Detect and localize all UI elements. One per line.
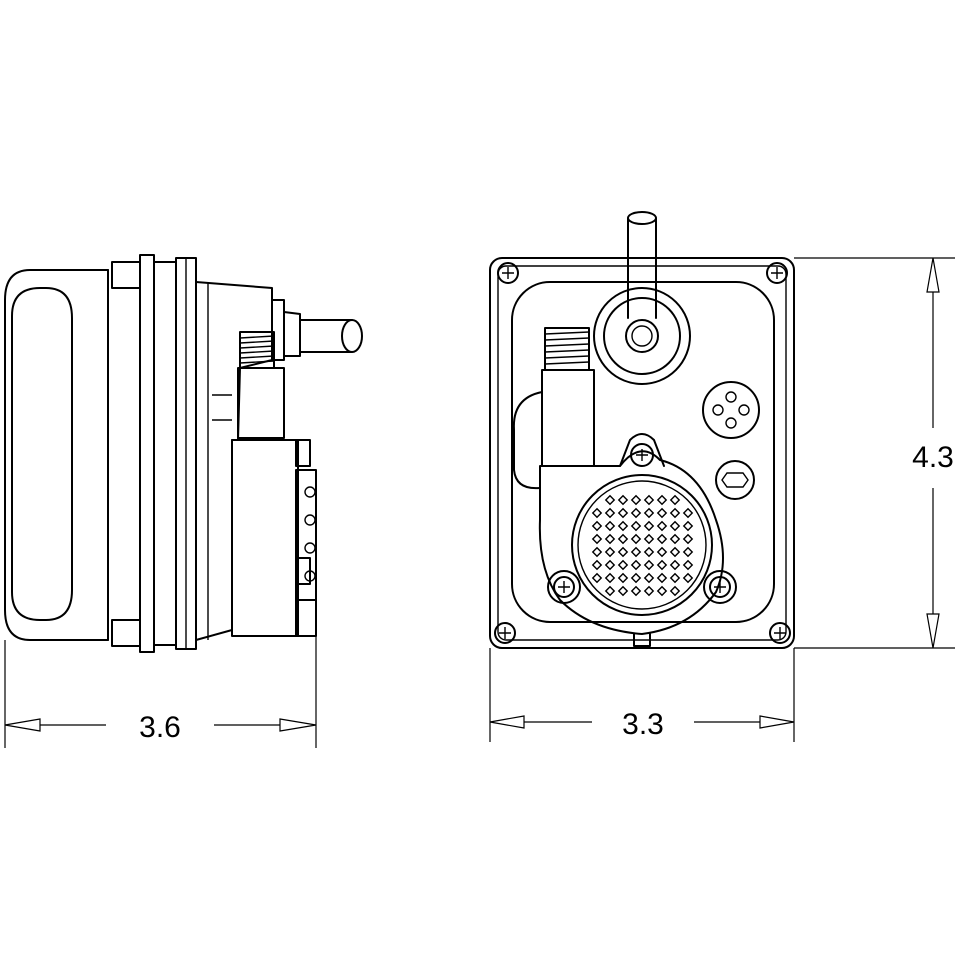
screen-hole [643,494,655,506]
screen-hole [630,572,642,584]
screw-icon [630,443,654,467]
screen-hole [604,546,616,558]
screen-hole [656,507,668,519]
screen-hole [643,533,655,545]
screen-hole [682,520,694,532]
screen-hole [682,559,694,571]
screw-icon [497,262,519,284]
screen-hole [617,572,629,584]
screen-hole [617,546,629,558]
screen-hole [617,494,629,506]
screen-hole [669,533,681,545]
front-height-label: 4.3 [912,441,954,474]
screen-hole [617,533,629,545]
screen-hole [617,585,629,597]
screw-icon [769,622,791,644]
screen-hole [591,533,603,545]
screen-hole [591,559,603,571]
screen-hole [656,585,668,597]
screen-hole [656,559,668,571]
intake-screen-holes [591,494,694,597]
screen-hole [630,585,642,597]
screen-hole [669,494,681,506]
screen-hole [682,507,694,519]
screen-hole [591,507,603,519]
front-width-label: 3.3 [622,708,664,741]
screen-hole [604,585,616,597]
screen-hole [643,520,655,532]
screen-hole [591,520,603,532]
screen-hole [604,520,616,532]
screen-hole [630,494,642,506]
screen-hole [591,572,603,584]
screen-hole [617,520,629,532]
screen-hole [630,520,642,532]
screen-hole [669,546,681,558]
screen-hole [643,546,655,558]
screen-hole [617,559,629,571]
front-view [489,211,955,742]
screw-icon [547,570,581,604]
screen-hole [643,572,655,584]
screw-icon [494,622,516,644]
screen-hole [643,507,655,519]
screen-hole [591,546,603,558]
screen-hole [682,572,694,584]
screen-hole [656,494,668,506]
screen-hole [669,520,681,532]
side-view [4,254,363,748]
screen-hole [643,559,655,571]
screen-hole [656,533,668,545]
side-width-label: 3.6 [139,711,181,744]
screen-hole [669,585,681,597]
screen-hole [604,559,616,571]
screen-hole [656,546,668,558]
screen-hole [604,533,616,545]
screen-hole [669,507,681,519]
screen-hole [630,559,642,571]
screen-hole [669,572,681,584]
screen-hole [682,546,694,558]
screen-hole [643,585,655,597]
screw-icon [703,570,737,604]
screen-hole [682,533,694,545]
screen-hole [656,572,668,584]
screen-hole [630,507,642,519]
screw-icon [766,262,788,284]
screen-hole [669,559,681,571]
screen-hole [630,546,642,558]
screen-hole [604,507,616,519]
screen-hole [656,520,668,532]
screen-hole [604,572,616,584]
screen-hole [604,494,616,506]
screen-hole [617,507,629,519]
screen-hole [630,533,642,545]
